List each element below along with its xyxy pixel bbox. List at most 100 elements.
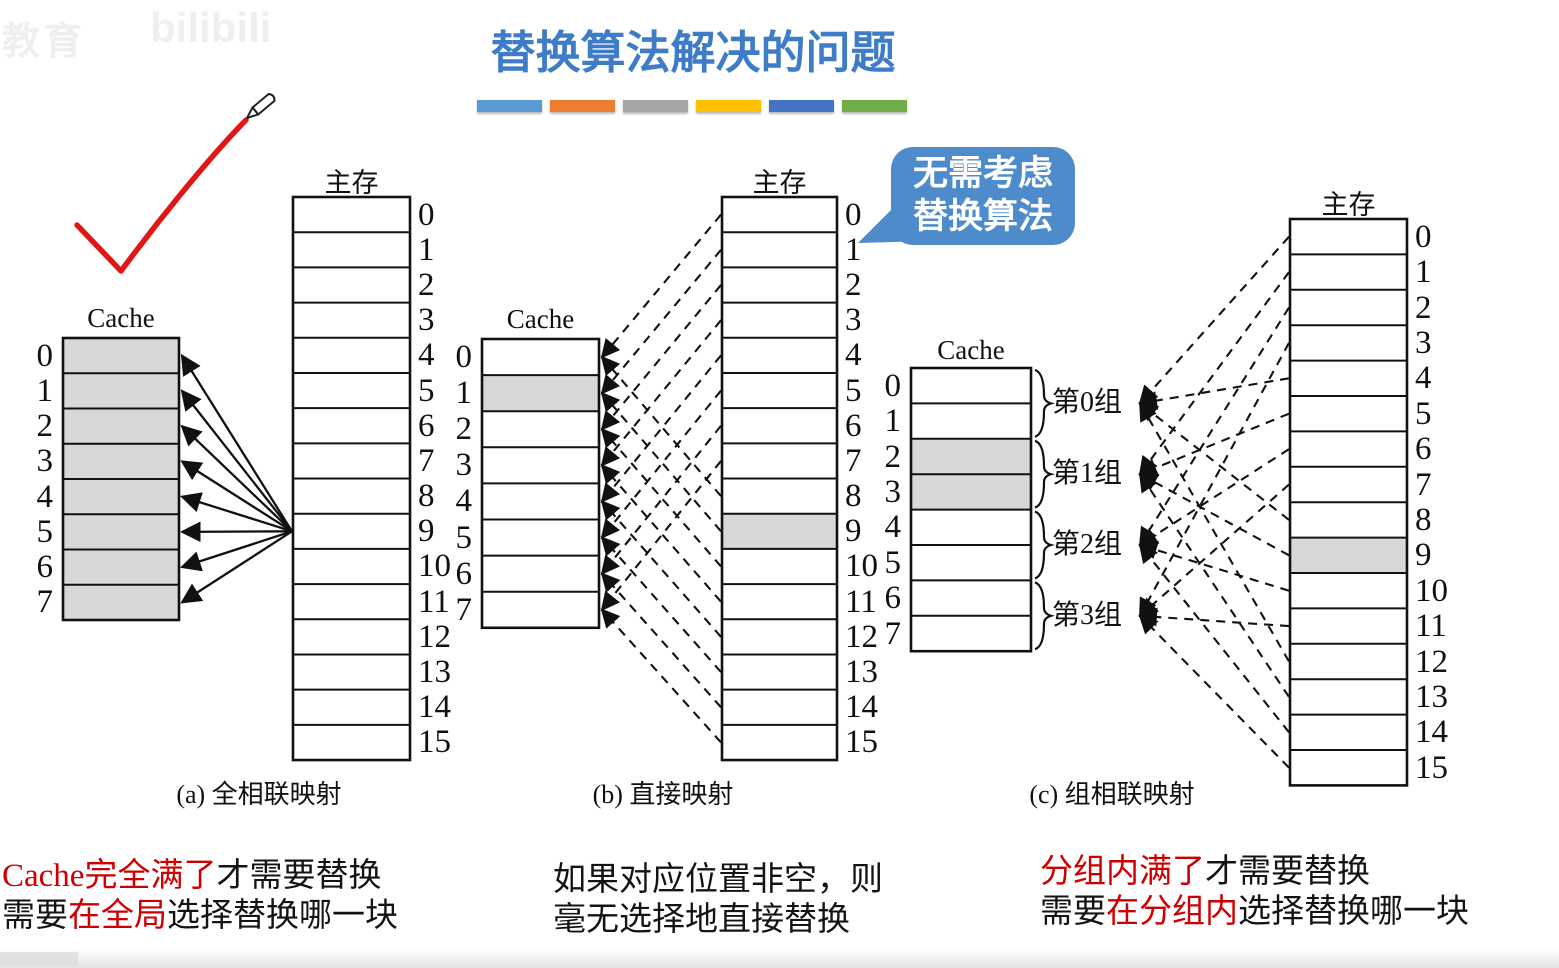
mapping-arrow-c bbox=[1138, 540, 1290, 592]
memory-row-number-b: 13 bbox=[845, 654, 878, 691]
memory-row-number-b: 6 bbox=[845, 407, 862, 444]
memory-row-number-b: 14 bbox=[845, 689, 878, 726]
speech-bubble-body bbox=[891, 147, 1075, 245]
note-line: 需要在分组内选择替换哪一块 bbox=[1040, 892, 1469, 932]
mapping-arrow-c bbox=[1138, 473, 1290, 557]
group-label: 第1组 bbox=[1052, 458, 1123, 490]
memory-row-number-c: 13 bbox=[1415, 678, 1448, 715]
cache-row-number-a: 4 bbox=[36, 478, 54, 515]
memory-row-number-b: 8 bbox=[845, 478, 862, 515]
memory-row-number-a: 12 bbox=[418, 618, 451, 655]
note-line: 如果对应位置非空，则 bbox=[553, 860, 883, 900]
memory-row-number-c: 11 bbox=[1415, 608, 1447, 645]
mapping-arrow-b bbox=[600, 355, 722, 497]
mapping-arrow-b bbox=[600, 427, 722, 568]
caption-b: (b) 直接映射 bbox=[592, 780, 734, 809]
mapping-arrow-b bbox=[600, 608, 722, 744]
cache-row-number-a: 0 bbox=[36, 337, 54, 374]
memory-row-number-b: 5 bbox=[845, 372, 862, 409]
cache-label-c: Cache bbox=[937, 335, 1005, 365]
memory-b-shaded-row bbox=[722, 513, 837, 549]
mapping-arrow-c bbox=[1138, 448, 1290, 547]
note-segment: 需要 bbox=[1040, 894, 1106, 930]
group-label: 第3组 bbox=[1052, 599, 1123, 631]
note-line: 毫无选择地直接替换 bbox=[553, 900, 883, 940]
note-segment: 在全局 bbox=[68, 898, 167, 934]
cache-row-number-c: 1 bbox=[884, 403, 902, 440]
memory-row-number-c: 9 bbox=[1415, 537, 1432, 574]
memory-row-number-c: 3 bbox=[1415, 324, 1432, 361]
memory-row-number-a: 10 bbox=[418, 548, 451, 585]
note-line: 需要在全局选择替换哪一块 bbox=[2, 896, 398, 936]
note-segment: 才需要替换 bbox=[1205, 854, 1370, 890]
memory-row-number-a: 14 bbox=[418, 689, 451, 726]
mapping-arrow-c bbox=[1138, 472, 1290, 698]
cache-row-number-a: 2 bbox=[36, 408, 54, 445]
red-checkmark bbox=[74, 117, 249, 274]
memory-a-outline bbox=[291, 195, 412, 762]
cache-row-number-b: 6 bbox=[455, 555, 473, 592]
mapping-arrow-a bbox=[180, 460, 293, 533]
memory-row-number-c: 4 bbox=[1415, 360, 1432, 397]
memory-row-number-b: 15 bbox=[845, 724, 878, 761]
note-segment: 如果对应位置非空，则 bbox=[553, 862, 883, 898]
mapping-arrow-a bbox=[180, 389, 293, 533]
memory-c-outline bbox=[1288, 217, 1409, 787]
cache-row-number-c: 2 bbox=[884, 438, 902, 475]
memory-row-number-a: 0 bbox=[418, 196, 435, 233]
cache-row-number-c: 3 bbox=[884, 473, 902, 510]
memory-row-number-c: 15 bbox=[1415, 749, 1448, 786]
memory-b-outline bbox=[720, 195, 839, 762]
mapping-arrow-b bbox=[600, 460, 722, 612]
mapping-arrow-a bbox=[180, 424, 293, 533]
note-segment: 选择替换哪一块 bbox=[1238, 894, 1469, 930]
mapping-arrow-a bbox=[180, 530, 293, 572]
cache-row-number-c: 0 bbox=[884, 367, 902, 404]
divider-bar bbox=[477, 100, 542, 112]
mapping-arrow-b bbox=[600, 463, 722, 603]
memory-row-number-c: 5 bbox=[1415, 395, 1432, 432]
memory-row-number-c: 8 bbox=[1415, 501, 1432, 538]
memory-row-number-a: 2 bbox=[418, 266, 435, 303]
bubble-text-line: 替换算法 bbox=[912, 197, 1053, 236]
memory-row-number-c: 14 bbox=[1415, 714, 1448, 751]
divider-bar bbox=[623, 100, 688, 112]
cache-a-shaded-row bbox=[63, 408, 179, 444]
bilibili-logo: bilibili bbox=[150, 4, 272, 51]
divider-bar bbox=[696, 100, 761, 112]
mapping-arrow-b bbox=[600, 389, 722, 540]
cache-a-shaded-row bbox=[63, 338, 179, 374]
cache-row-number-a: 3 bbox=[36, 443, 54, 480]
cache-row-number-a: 1 bbox=[36, 372, 54, 409]
memory-label-c: 主存 bbox=[1321, 190, 1376, 220]
mapping-arrow-a bbox=[180, 530, 293, 604]
note-segment: 毫无选择地直接替换 bbox=[553, 902, 850, 938]
mapping-arrow-c bbox=[1138, 412, 1290, 477]
note-fully-associative: Cache完全满了才需要替换需要在全局选择替换哪一块 bbox=[2, 856, 398, 936]
memory-row-number-c: 6 bbox=[1415, 431, 1432, 468]
note-set-associative: 分组内满了才需要替换需要在分组内选择替换哪一块 bbox=[1040, 852, 1469, 932]
cache-c-outline bbox=[909, 366, 1033, 653]
mapping-arrow-c bbox=[1138, 377, 1290, 410]
mapping-arrow-b bbox=[600, 284, 722, 431]
mapping-arrow-c bbox=[1138, 614, 1290, 769]
cache-label-b: Cache bbox=[506, 304, 575, 334]
memory-c-shaded-row bbox=[1290, 537, 1407, 573]
memory-row-number-c: 10 bbox=[1415, 572, 1448, 609]
note-segment: 分组内满了 bbox=[1040, 854, 1205, 890]
mapping-arrow-a bbox=[179, 521, 293, 543]
mapping-arrow-c bbox=[1138, 402, 1290, 521]
bottom-fade bbox=[0, 948, 1559, 968]
memory-row-number-b: 4 bbox=[845, 337, 862, 374]
cache-row-number-b: 7 bbox=[455, 591, 473, 628]
memory-row-number-c: 1 bbox=[1415, 254, 1432, 291]
memory-row-number-a: 7 bbox=[418, 442, 435, 479]
cache-a-shaded-row bbox=[63, 479, 179, 515]
cache-label-a: Cache bbox=[87, 303, 155, 333]
cache-a-shaded-row bbox=[63, 514, 179, 550]
mapping-arrow-c bbox=[1139, 401, 1290, 663]
memory-row-number-a: 8 bbox=[418, 478, 435, 515]
cache-row-number-a: 7 bbox=[36, 584, 54, 621]
memory-row-number-c: 12 bbox=[1415, 643, 1448, 680]
bubble-text-line: 无需考虑 bbox=[912, 154, 1053, 193]
